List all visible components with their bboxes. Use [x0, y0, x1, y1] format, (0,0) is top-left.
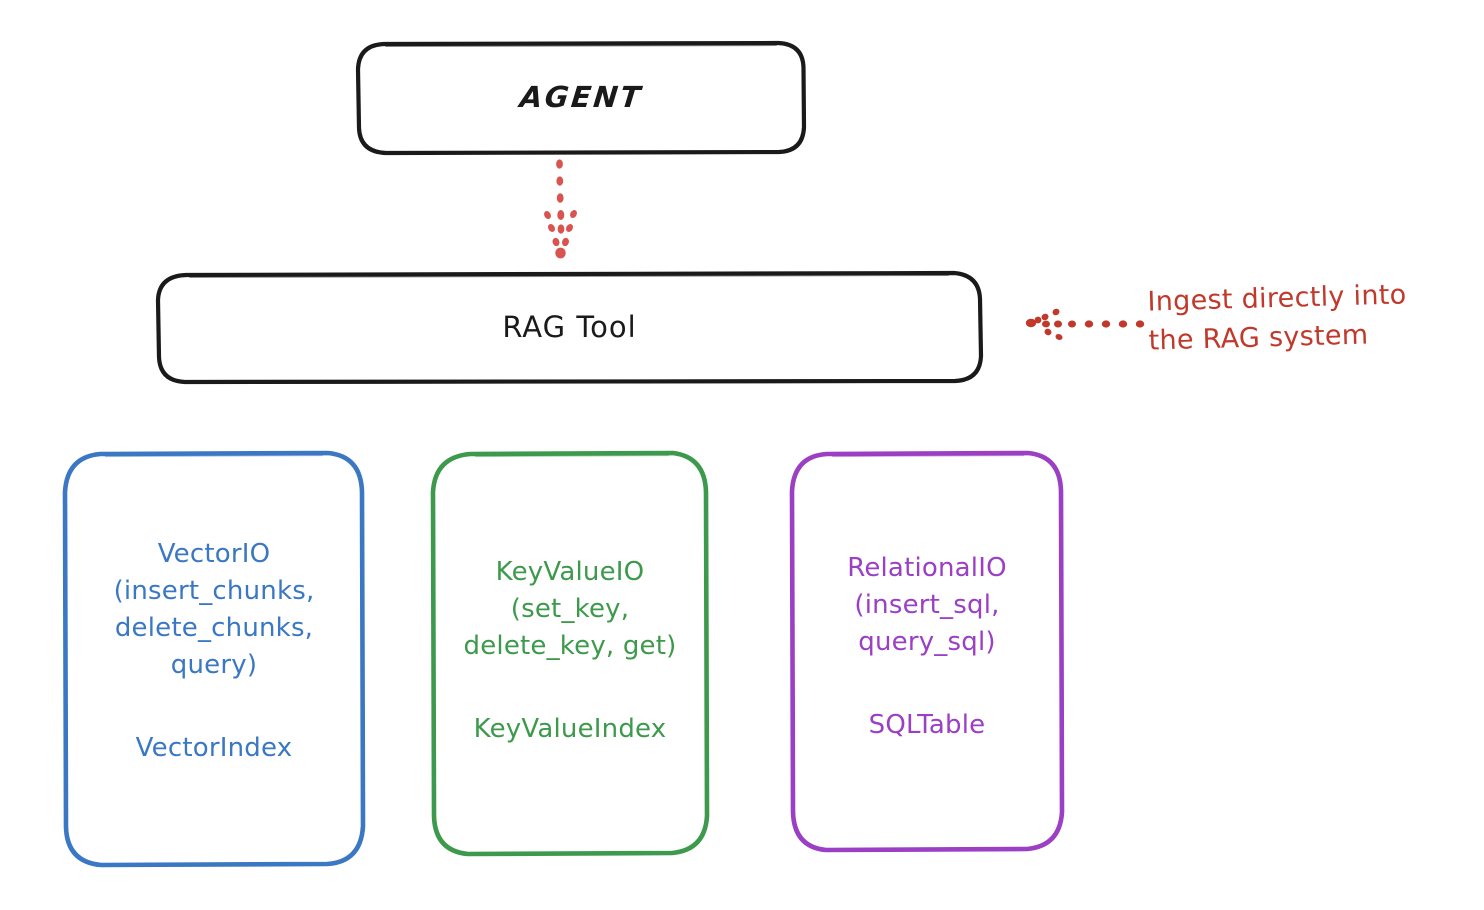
node-key-value-io-impl-label: KeyValueIndex	[473, 713, 667, 744]
node-vector-io[interactable]: VectorIO (insert_chunks, delete_chunks, …	[62, 450, 366, 868]
annotation-ingest-directly: Ingest directly into the RAG system	[1147, 279, 1407, 357]
node-key-value-io[interactable]: KeyValueIO (set_key, delete_key, get) Ke…	[430, 450, 710, 857]
connector-ingest-arrow	[1025, 308, 1145, 341]
node-relational-io-impl-label: SQLTable	[868, 709, 986, 740]
node-relational-io[interactable]: RelationalIO (insert_sql, query_sql) SQL…	[789, 450, 1065, 853]
node-vector-io-api-label: VectorIO (insert_chunks, delete_chunks, …	[113, 539, 315, 680]
node-relational-io-api-label: RelationalIO (insert_sql, query_sql)	[847, 553, 1007, 657]
node-rag-tool[interactable]: RAG Tool	[155, 270, 984, 385]
node-agent[interactable]: AGENT	[355, 40, 807, 156]
node-vector-io-impl-label: VectorIndex	[135, 732, 293, 763]
node-key-value-io-api-label: KeyValueIO (set_key, delete_key, get)	[463, 557, 677, 661]
node-agent-label: AGENT	[517, 80, 645, 115]
node-rag-tool-label: RAG Tool	[502, 309, 637, 344]
connector-agent-to-rag-tool	[544, 159, 577, 259]
